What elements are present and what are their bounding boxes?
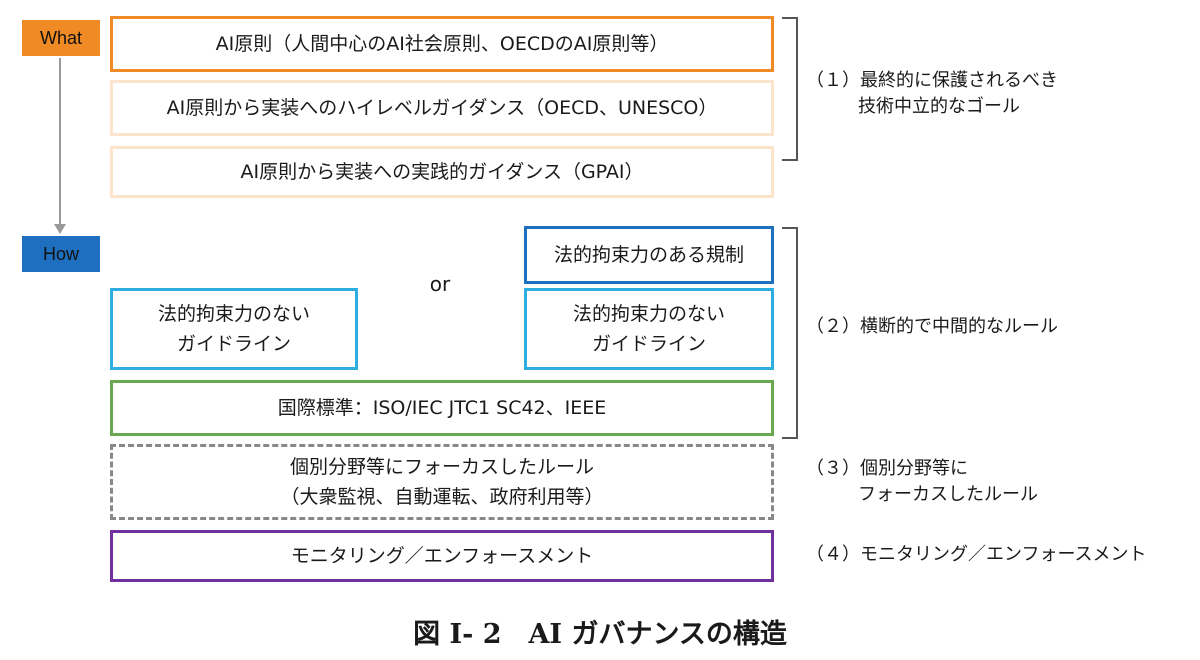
monitoring-box: モニタリング／エンフォースメント — [110, 530, 774, 582]
what-how-arrow-head — [54, 224, 66, 234]
bracket-1 — [782, 17, 798, 161]
side-label-1-line1: （１）最終的に保護されるべき — [806, 70, 1058, 91]
nonbinding-guideline-left-box: 法的拘束力のない ガイドライン — [110, 288, 358, 370]
practical-guidance-box: AI原則から実装への実践的ガイダンス（GPAI） — [110, 146, 774, 198]
sector-rules-line2: （大衆監視、自動運転、政府利用等） — [280, 486, 604, 508]
side-label-2: （２）横断的で中間的なルール — [806, 314, 1186, 340]
monitoring-text: モニタリング／エンフォースメント — [290, 545, 594, 567]
international-standards-text: 国際標準：ISO/IEC JTC1 SC42、IEEE — [277, 397, 607, 419]
practical-guidance-text: AI原則から実装への実践的ガイダンス（GPAI） — [240, 161, 644, 183]
bracket-2 — [782, 227, 798, 439]
binding-regulation-text: 法的拘束力のある規制 — [553, 244, 744, 266]
side-label-3: （３）個別分野等に フォーカスしたルール — [806, 456, 1186, 508]
side-label-4-line1: （４）モニタリング／エンフォースメント — [806, 544, 1147, 565]
side-label-4: （４）モニタリング／エンフォースメント — [806, 542, 1196, 568]
nonbinding-left-line2: ガイドライン — [176, 333, 291, 355]
what-tag-label: What — [39, 27, 82, 48]
how-tag-label: How — [42, 243, 79, 264]
side-label-2-line1: （２）横断的で中間的なルール — [806, 316, 1058, 337]
ai-principles-box: AI原則（人間中心のAI社会原則、OECDのAI原則等） — [110, 16, 774, 72]
or-label: or — [429, 272, 451, 296]
side-label-1: （１）最終的に保護されるべき 技術中立的なゴール — [806, 68, 1186, 120]
nonbinding-left-line1: 法的拘束力のない — [157, 303, 310, 325]
figure-caption: 図 I- 2 AI ガバナンスの構造 — [413, 619, 787, 650]
high-level-guidance-box: AI原則から実装へのハイレベルガイダンス（OECD、UNESCO） — [110, 80, 774, 136]
international-standards-box: 国際標準：ISO/IEC JTC1 SC42、IEEE — [110, 380, 774, 436]
binding-regulation-box: 法的拘束力のある規制 — [524, 226, 774, 284]
what-tag: What — [22, 20, 100, 56]
side-label-1-line2: 技術中立的なゴール — [858, 96, 1020, 117]
sector-rules-box: 個別分野等にフォーカスしたルール （大衆監視、自動運転、政府利用等） — [110, 444, 774, 520]
nonbinding-right-line1: 法的拘束力のない — [572, 303, 725, 325]
ai-principles-text: AI原則（人間中心のAI社会原則、OECDのAI原則等） — [215, 33, 669, 55]
side-label-3-line1: （３）個別分野等に — [806, 458, 968, 479]
nonbinding-guideline-right-box: 法的拘束力のない ガイドライン — [524, 288, 774, 370]
sector-rules-line1: 個別分野等にフォーカスしたルール — [289, 456, 594, 478]
side-label-3-line2: フォーカスしたルール — [858, 484, 1038, 505]
nonbinding-right-line2: ガイドライン — [591, 333, 706, 355]
how-tag: How — [22, 236, 100, 272]
high-level-guidance-text: AI原則から実装へのハイレベルガイダンス（OECD、UNESCO） — [166, 97, 718, 119]
